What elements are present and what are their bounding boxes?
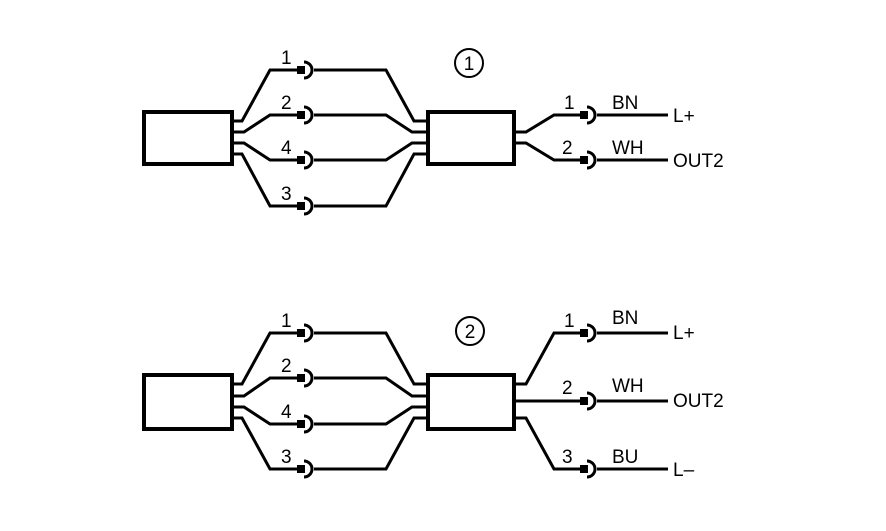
socket-icon: [586, 391, 597, 411]
pin-icon: [580, 465, 588, 473]
pin-icon: [297, 202, 305, 210]
pin-icon: [580, 329, 588, 337]
splitter-wire-2: 2: [232, 93, 428, 134]
signal-label: L–: [673, 460, 695, 481]
wire-color: WH: [612, 138, 644, 159]
socket-icon: [303, 60, 314, 80]
pin-number: 2: [562, 378, 573, 399]
socket-icon: [303, 459, 314, 479]
pin-number: 3: [562, 447, 573, 468]
pin-icon: [580, 397, 588, 405]
badge-circle: [454, 48, 484, 78]
pin-icon: [297, 465, 305, 473]
pin-icon: [297, 329, 305, 337]
splitter-wire-2: 2: [232, 356, 428, 398]
socket-icon: [586, 323, 597, 343]
output-wire-1: 1 BN L+: [514, 93, 695, 134]
badge-number: 1: [464, 54, 475, 75]
socket-icon: [303, 414, 314, 434]
pin-icon: [580, 156, 588, 164]
signal-label: L+: [673, 106, 695, 127]
splitter-wire-4: 4: [232, 138, 428, 170]
output-wire-1: 1 BN L+: [514, 308, 695, 386]
splitter-wire-1: 1: [232, 48, 428, 123]
wire-color: BN: [612, 308, 638, 329]
pin-number: 4: [281, 138, 292, 159]
pin-number: 3: [281, 184, 292, 205]
socket-icon: [586, 459, 597, 479]
pin-number: 1: [281, 311, 292, 332]
signal-label: L+: [673, 323, 695, 344]
diagram-2: 1 2 4 3 2: [142, 308, 724, 481]
right-device-box: [426, 110, 516, 166]
output-wire-2: 2 WH OUT2: [514, 376, 724, 412]
badge-number: 2: [465, 322, 476, 343]
diagram-badge: 1: [454, 48, 484, 78]
pin-icon: [580, 111, 588, 119]
socket-icon: [303, 150, 314, 170]
output-wire-3: 3 BU L–: [514, 416, 695, 481]
pin-number: 2: [281, 93, 292, 114]
wire-color: WH: [612, 376, 644, 397]
pin-icon: [297, 111, 305, 119]
socket-icon: [586, 150, 597, 170]
wire-color: BN: [612, 93, 638, 114]
splitter-wire-4: 4: [232, 402, 428, 434]
socket-icon: [303, 196, 314, 216]
splitter-wire-3: 3: [232, 152, 428, 216]
socket-icon: [303, 105, 314, 125]
socket-icon: [586, 105, 597, 125]
output-wire-2: 2 WH OUT2: [514, 138, 724, 172]
left-device-box: [142, 373, 234, 431]
pin-number: 4: [281, 402, 292, 423]
wire-color: BU: [612, 447, 638, 468]
pin-icon: [297, 420, 305, 428]
badge-circle: [455, 316, 485, 346]
diagram-badge: 2: [455, 316, 485, 346]
pin-icon: [297, 374, 305, 382]
socket-icon: [303, 368, 314, 388]
pin-icon: [297, 156, 305, 164]
socket-icon: [303, 323, 314, 343]
pin-icon: [297, 66, 305, 74]
diagram-1: 1 2 4 3 1: [142, 48, 724, 216]
pin-number: 1: [564, 311, 575, 332]
signal-label: OUT2: [673, 151, 724, 172]
splitter-wire-3: 3: [232, 416, 428, 479]
pin-number: 2: [281, 356, 292, 377]
pin-number: 1: [564, 93, 575, 114]
splitter-wire-1: 1: [232, 311, 428, 386]
signal-label: OUT2: [673, 391, 724, 412]
right-device-box: [426, 373, 516, 431]
pin-number: 3: [281, 447, 292, 468]
pin-number: 2: [562, 138, 573, 159]
pin-number: 1: [281, 48, 292, 69]
left-device-box: [142, 110, 234, 166]
